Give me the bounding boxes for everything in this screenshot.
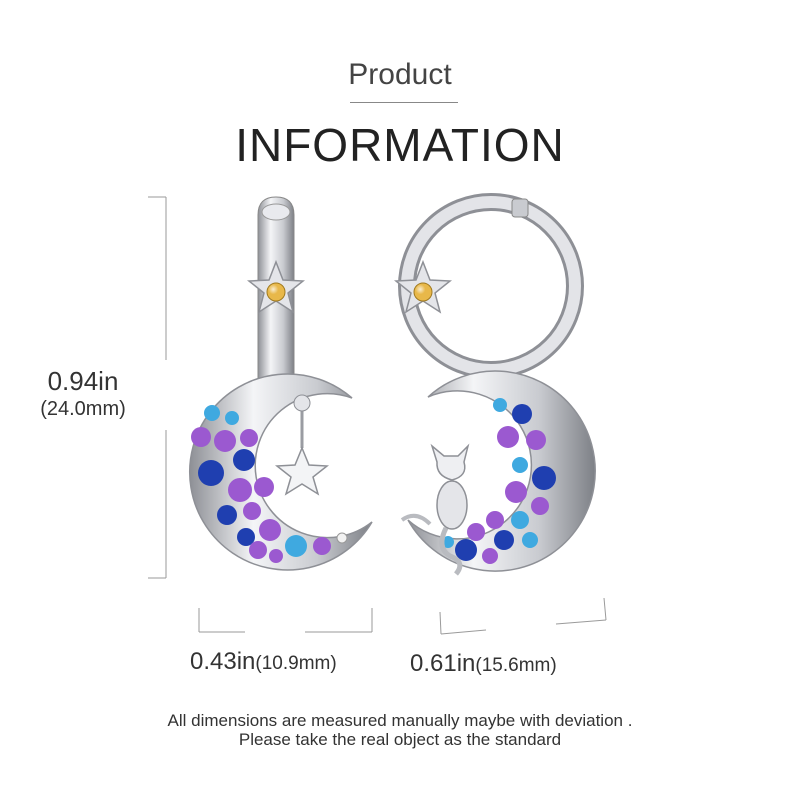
page-title: INFORMATION xyxy=(235,119,565,171)
right-earring xyxy=(393,193,596,576)
height-inches: 0.94in xyxy=(47,366,119,396)
right-width-dimension-line xyxy=(439,597,607,635)
right-width-dimension: 0.61in(15.6mm) xyxy=(410,650,557,678)
left-earring xyxy=(189,196,373,571)
right-width-inches: 0.61in xyxy=(410,650,476,677)
measurement-note-line-2: Please take the real object as the stand… xyxy=(238,730,562,749)
left-width-inches: 0.43in xyxy=(190,648,256,675)
right-moon-gems xyxy=(442,398,556,564)
right-cat-charm xyxy=(430,443,470,576)
left-width-dimension: 0.43in(10.9mm) xyxy=(190,648,337,676)
title-divider xyxy=(350,102,458,103)
height-dimension: 0.94in (24.0mm) xyxy=(22,365,144,421)
measurement-note: All dimensions are measured manually may… xyxy=(0,711,800,749)
left-moon-gems xyxy=(191,405,348,563)
left-width-dimension-line xyxy=(198,608,373,633)
measurement-note-line-1: All dimensions are measured manually may… xyxy=(167,711,633,730)
left-dangle-star-charm xyxy=(274,446,330,496)
page-subtitle: Product xyxy=(348,58,452,91)
right-width-millimeters: (15.6mm) xyxy=(475,655,557,676)
height-dimension-line xyxy=(148,196,167,579)
height-millimeters: (24.0mm) xyxy=(40,398,126,420)
left-width-millimeters: (10.9mm) xyxy=(255,653,337,674)
